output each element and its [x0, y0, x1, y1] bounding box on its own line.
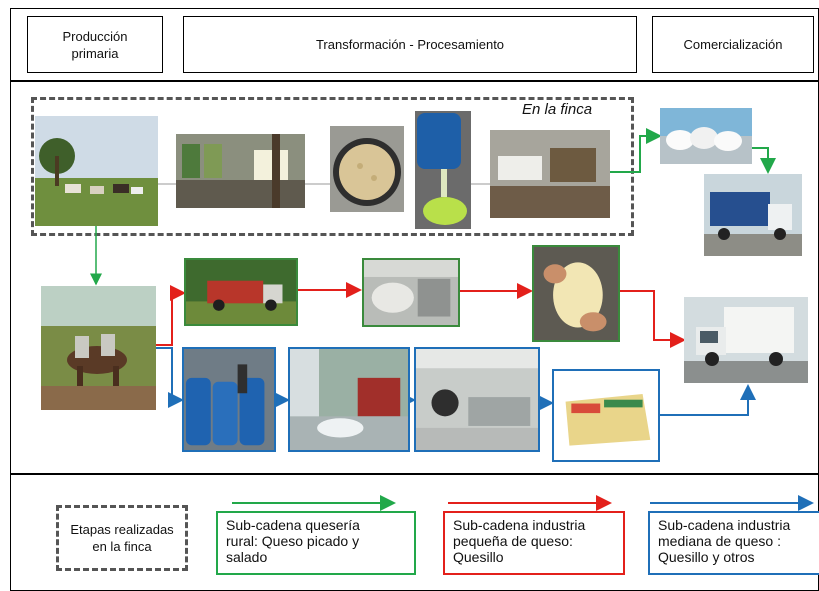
photo-refrigerated-truck [684, 297, 808, 383]
photo-processing-room [414, 347, 540, 452]
photo-mule-milk-transport [41, 286, 156, 410]
legend-blue-subchain: Sub-cadena industria mediana de queso : … [648, 511, 819, 575]
legend-green-subchain-text: Sub-cadena quesería rural: Queso picado … [226, 517, 360, 565]
photo-milk-containers [176, 134, 305, 208]
stage-commercialization: Comercialización [652, 16, 814, 73]
photo-cattle-pasture [35, 116, 158, 226]
photo-red-truck [184, 258, 298, 326]
photo-blue-barrels [182, 347, 276, 452]
photo-cattle-truck [704, 174, 802, 256]
photo-medium-plant-truck [288, 347, 410, 452]
photo-small-plant-vat [362, 258, 460, 327]
legend-farm-stages-text: Etapas realizadas en la finca [70, 522, 174, 554]
legend-farm-stages: Etapas realizadas en la finca [56, 505, 188, 571]
photo-curd-pot [330, 126, 404, 212]
legend-red-subchain-text: Sub-cadena industria pequeña de queso: Q… [453, 517, 586, 565]
photo-quesillo-stretching [532, 245, 620, 342]
farm-area-label: En la finca [522, 101, 593, 118]
photo-cheese-bags [660, 108, 752, 164]
photo-packaged-cheese [552, 369, 660, 462]
legend-blue-subchain-text: Sub-cadena industria mediana de queso : … [658, 517, 791, 565]
legend-green-subchain: Sub-cadena quesería rural: Queso picado … [216, 511, 416, 575]
stage-transformation-processing: Transformación - Procesamiento [183, 16, 637, 73]
legend-red-subchain: Sub-cadena industria pequeña de queso: Q… [443, 511, 625, 575]
photo-cheese-molds [490, 130, 610, 218]
farm-area [31, 97, 634, 236]
photo-whey-draining [415, 111, 471, 229]
stage-primary-production: Producción primaria [27, 16, 163, 73]
